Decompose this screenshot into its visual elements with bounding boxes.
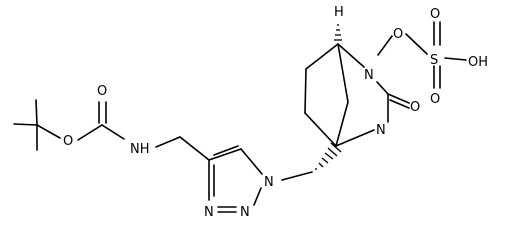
bond-tbu-methyl-1 [13,123,38,126]
stereo-hash-c2 [315,142,342,170]
bond-c2-bridge [335,101,349,147]
atom-o-boc-ether: O [63,134,73,149]
bond-c2-c3 [304,112,337,147]
atom-o-carbonyl-boc: O [97,84,107,99]
bond-bridge-c5 [337,43,349,103]
bond-c4-c5-inner [213,145,239,156]
bond-n1-ch2 [281,171,313,181]
bond-c7-o-b [389,99,410,109]
bond-c7-o-a [387,93,410,104]
atom-n1-triazole: N [264,175,274,190]
bond-c-nh [101,124,125,140]
chemical-structure: O O NH N N N N N O O S O O OH H [13,5,488,220]
molecule-drawing: O O NH N N N N N O O S O O OH H [13,5,488,220]
bond-o-s [405,33,428,55]
bond-o-carbonyl-c [77,124,103,141]
atom-nh-carbamate: NH [130,142,150,157]
bond-n-oxy-c5 [337,43,365,68]
atom-n-oxy: N [364,68,374,83]
atom-o-link: O [393,27,403,42]
atom-o-amide: O [410,100,420,115]
bond-tbu-methyl-2 [35,99,38,126]
bond-c4-c5 [305,43,339,70]
bond-ch2-triazole [179,136,210,161]
atom-n2-triazole: N [240,205,250,220]
bond-s-oh [444,57,467,61]
bond-n-o [377,35,393,56]
atom-oh-sulfate: OH [468,55,488,70]
atom-o-s-top: O [430,7,440,22]
atom-n3-triazole: N [204,205,214,220]
atom-h-bridgehead: H [334,5,344,20]
bond-c2-n-amide [335,129,375,147]
bond-c5-n1 [240,148,263,175]
bond-tbu-o [36,124,61,139]
atom-s-sulfate: S [430,53,438,68]
atom-o-s-bottom: O [430,92,440,107]
bond-n1-n2 [253,187,262,206]
bond-c4-c5 [208,148,242,161]
bond-c7-n-oxy [376,81,389,95]
stereo-hash-c5 [334,24,342,41]
bond-c3-c4 [304,68,307,114]
bond-nh-ch2 [155,136,181,148]
atom-n-amide: N [376,123,386,138]
